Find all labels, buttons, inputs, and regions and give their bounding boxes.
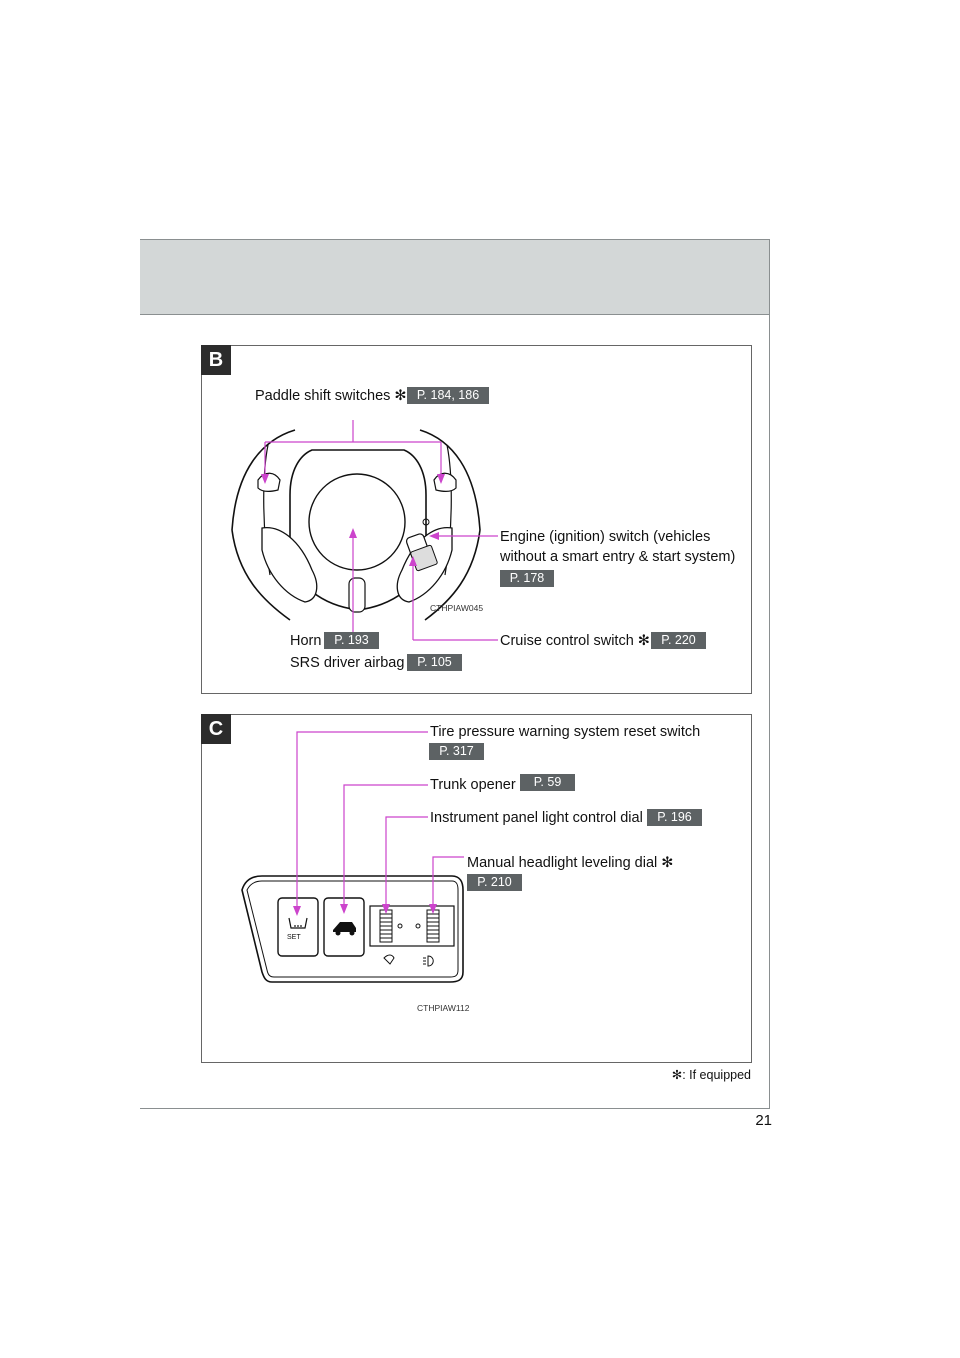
section-b-image-code: CTHPIAW045 [430, 603, 484, 613]
section-c-image-code: CTHPIAW112 [417, 1003, 470, 1013]
section-b-tag: B [201, 345, 231, 375]
instrument-panel-dial-label: Instrument panel light control dial [430, 810, 643, 826]
paddle-shift-label: Paddle shift switches ✻ [255, 388, 407, 404]
paddle-shift-ref[interactable]: P. 184, 186 [407, 387, 489, 404]
engine-switch-label-line1: Engine (ignition) switch (vehicles [500, 529, 711, 545]
tire-pressure-label: Tire pressure warning system reset switc… [430, 724, 701, 740]
section-b-panel [201, 345, 752, 694]
section-c-panel [201, 714, 752, 1063]
trunk-opener-ref[interactable]: P. 59 [520, 774, 575, 791]
horn-ref[interactable]: P. 193 [324, 632, 379, 649]
cruise-control-label: Cruise control switch ✻ [500, 633, 650, 649]
cruise-control-ref[interactable]: P. 220 [651, 632, 706, 649]
section-c-tag: C [201, 714, 231, 744]
airbag-ref[interactable]: P. 105 [407, 654, 462, 671]
airbag-label: SRS driver airbag [290, 655, 405, 671]
right-margin-rule [769, 239, 770, 1109]
instrument-panel-dial-ref[interactable]: P. 196 [647, 809, 702, 826]
headlight-leveling-ref[interactable]: P. 210 [467, 874, 522, 891]
engine-switch-label-line2: without a smart entry & start system) [500, 549, 736, 565]
headlight-leveling-label: Manual headlight leveling dial ✻ [467, 855, 674, 871]
page-number: 21 [755, 1112, 772, 1129]
set-switch-label: SET [287, 934, 301, 941]
horn-label: Horn [290, 633, 322, 649]
bottom-rule [140, 1108, 770, 1109]
equipped-footnote: ✻: If equipped [671, 1068, 751, 1082]
tire-pressure-ref[interactable]: P. 317 [429, 743, 484, 760]
chapter-header-band [140, 239, 769, 315]
trunk-opener-label: Trunk opener [430, 777, 516, 793]
engine-switch-ref[interactable]: P. 178 [500, 570, 554, 587]
